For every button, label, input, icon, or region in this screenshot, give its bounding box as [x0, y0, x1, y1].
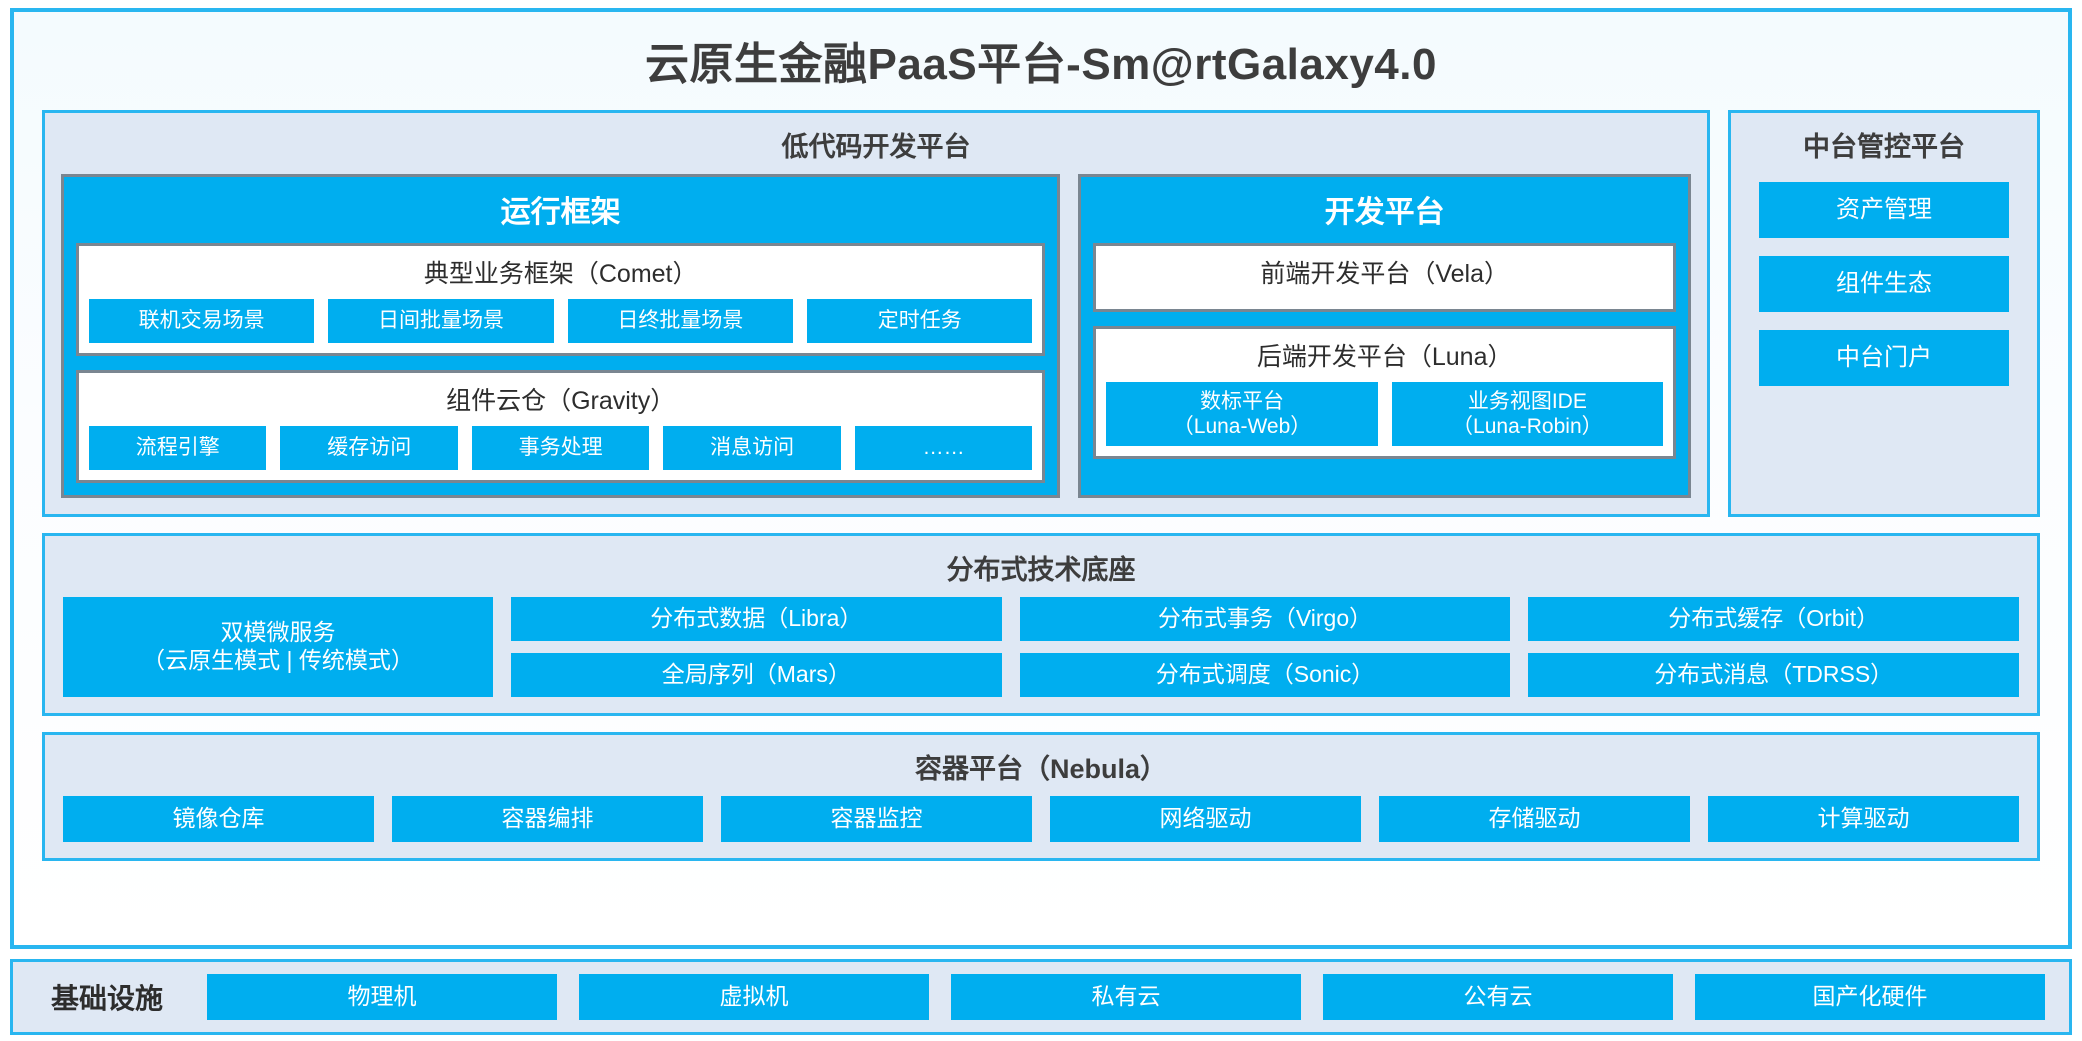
panel-lowcode-platform: 低代码开发平台 运行框架 典型业务框架（Comet） 联机交易场景 日间批量场景…	[42, 110, 1710, 517]
luna-items: 数标平台 （Luna-Web） 业务视图IDE （Luna-Robin）	[1106, 382, 1664, 446]
luna-robin-line1: 业务视图IDE	[1467, 389, 1587, 413]
panel-container-platform: 容器平台（Nebula） 镜像仓库 容器编排 容器监控 网络驱动 存储驱动 计算…	[42, 732, 2040, 861]
infra-item-physical-machine[interactable]: 物理机	[207, 974, 558, 1020]
dist-item-sonic[interactable]: 分布式调度（Sonic）	[1019, 653, 1511, 697]
container-item-orchestration[interactable]: 容器编排	[392, 796, 703, 842]
gravity-item-transaction-processing[interactable]: 事务处理	[471, 426, 650, 470]
box-luna: 后端开发平台（Luna） 数标平台 （Luna-Web）	[1093, 326, 1676, 459]
runtime-framework-title: 运行框架	[500, 196, 621, 229]
container-item-network-driver[interactable]: 网络驱动	[1050, 796, 1361, 842]
infrastructure-label: 基础设施	[51, 983, 164, 1014]
zhongtai-item-portal[interactable]: 中台门户	[1759, 330, 2009, 386]
luna-item-luna-web[interactable]: 数标平台 （Luna-Web）	[1106, 382, 1378, 446]
dist-item-dual-mode-microservice[interactable]: 双模微服务 （云原生模式 | 传统模式）	[63, 597, 493, 697]
infra-item-domestic-hardware[interactable]: 国产化硬件	[1695, 974, 2046, 1020]
box-gravity: 组件云仓（Gravity） 流程引擎 缓存访问 事务处理 消息访问 ……	[76, 370, 1046, 483]
gravity-item-more[interactable]: ……	[854, 426, 1033, 470]
dist-item-orbit[interactable]: 分布式缓存（Orbit）	[1528, 597, 2020, 641]
zhongtai-item-asset-management[interactable]: 资产管理	[1759, 182, 2009, 238]
gravity-title: 组件云仓（Gravity）	[446, 387, 676, 415]
panel-distributed-base: 分布式技术底座 双模微服务 （云原生模式 | 传统模式） 分布式数据（Libra…	[42, 533, 2040, 716]
container-platform-items: 镜像仓库 容器编排 容器监控 网络驱动 存储驱动 计算驱动	[45, 796, 2037, 858]
comet-item-intraday-batch[interactable]: 日间批量场景	[328, 299, 554, 343]
lowcode-platform-title: 低代码开发平台	[781, 132, 971, 162]
vela-title: 前端开发平台（Vela）	[1260, 260, 1510, 288]
box-vela: 前端开发平台（Vela）	[1093, 243, 1676, 312]
comet-item-eod-batch[interactable]: 日终批量场景	[567, 299, 794, 343]
dist-item-mars[interactable]: 全局序列（Mars）	[511, 653, 1002, 697]
container-item-monitoring[interactable]: 容器监控	[721, 796, 1032, 842]
development-platform-title: 开发平台	[1324, 196, 1445, 229]
comet-item-scheduled-task[interactable]: 定时任务	[807, 299, 1033, 343]
zhongtai-platform-title: 中台管控平台	[1803, 132, 1965, 162]
comet-items: 联机交易场景 日间批量场景 日终批量场景 定时任务	[89, 299, 1033, 343]
block-development-platform: 开发平台 前端开发平台（Vela） 后端开发平台（Luna） 数标平台 （Lun	[1078, 174, 1691, 498]
main-frame: 云原生金融PaaS平台-Sm@rtGalaxy4.0 低代码开发平台 运行框架 …	[10, 8, 2072, 949]
gravity-item-process-engine[interactable]: 流程引擎	[89, 426, 267, 470]
distributed-base-body: 双模微服务 （云原生模式 | 传统模式） 分布式数据（Libra） 全局序列（M…	[45, 597, 2037, 713]
container-platform-title: 容器平台（Nebula）	[914, 754, 1168, 784]
gravity-item-message-access[interactable]: 消息访问	[663, 426, 841, 470]
row-lowcode-and-zhongtai: 低代码开发平台 运行框架 典型业务框架（Comet） 联机交易场景 日间批量场景…	[42, 110, 2040, 517]
container-item-storage-driver[interactable]: 存储驱动	[1379, 796, 1690, 842]
box-comet: 典型业务框架（Comet） 联机交易场景 日间批量场景 日终批量场景 定时任务	[76, 243, 1046, 356]
block-runtime-framework: 运行框架 典型业务框架（Comet） 联机交易场景 日间批量场景 日终批量场景 …	[61, 174, 1061, 498]
infra-item-public-cloud[interactable]: 公有云	[1323, 974, 1674, 1020]
distributed-base-title: 分布式技术底座	[946, 555, 1136, 585]
luna-web-line1: 数标平台	[1200, 389, 1285, 413]
dist-col-2: 分布式事务（Virgo） 分布式调度（Sonic）	[1019, 597, 1511, 697]
panel-zhongtai-platform: 中台管控平台 资产管理 组件生态 中台门户	[1728, 110, 2040, 517]
luna-title: 后端开发平台（Luna）	[1256, 343, 1513, 371]
luna-item-luna-robin[interactable]: 业务视图IDE （Luna-Robin）	[1391, 382, 1664, 446]
lowcode-platform-body: 运行框架 典型业务框架（Comet） 联机交易场景 日间批量场景 日终批量场景 …	[45, 174, 1707, 514]
dist-item-libra[interactable]: 分布式数据（Libra）	[511, 597, 1002, 641]
zhongtai-item-component-ecosystem[interactable]: 组件生态	[1759, 256, 2009, 312]
dist-item-virgo[interactable]: 分布式事务（Virgo）	[1019, 597, 1511, 641]
luna-web-line2: （Luna-Web）	[1172, 415, 1312, 438]
microservice-line2: （云原生模式 | 传统模式）	[142, 647, 414, 673]
dist-item-tdrss[interactable]: 分布式消息（TDRSS）	[1528, 653, 2020, 697]
dist-col-microservice: 双模微服务 （云原生模式 | 传统模式）	[63, 597, 493, 697]
page-title: 云原生金融PaaS平台-Sm@rtGalaxy4.0	[645, 40, 1437, 89]
gravity-items: 流程引擎 缓存访问 事务处理 消息访问 ……	[89, 426, 1033, 470]
zhongtai-items: 资产管理 组件生态 中台门户	[1731, 174, 2037, 514]
container-item-compute-driver[interactable]: 计算驱动	[1708, 796, 2019, 842]
comet-title: 典型业务框架（Comet）	[423, 260, 698, 288]
dist-col-3: 分布式缓存（Orbit） 分布式消息（TDRSS）	[1528, 597, 2020, 697]
infra-item-private-cloud[interactable]: 私有云	[951, 974, 1302, 1020]
container-item-image-repository[interactable]: 镜像仓库	[63, 796, 374, 842]
gravity-item-cache-access[interactable]: 缓存访问	[280, 426, 458, 470]
infra-item-virtual-machine[interactable]: 虚拟机	[579, 974, 930, 1020]
panel-infrastructure: 基础设施 物理机 虚拟机 私有云 公有云 国产化硬件	[10, 959, 2072, 1035]
comet-item-online-transaction[interactable]: 联机交易场景	[89, 299, 315, 343]
dist-col-1: 分布式数据（Libra） 全局序列（Mars）	[511, 597, 1002, 697]
luna-robin-line2: （Luna-Robin）	[1452, 415, 1603, 438]
microservice-line1: 双模微服务	[220, 619, 336, 646]
